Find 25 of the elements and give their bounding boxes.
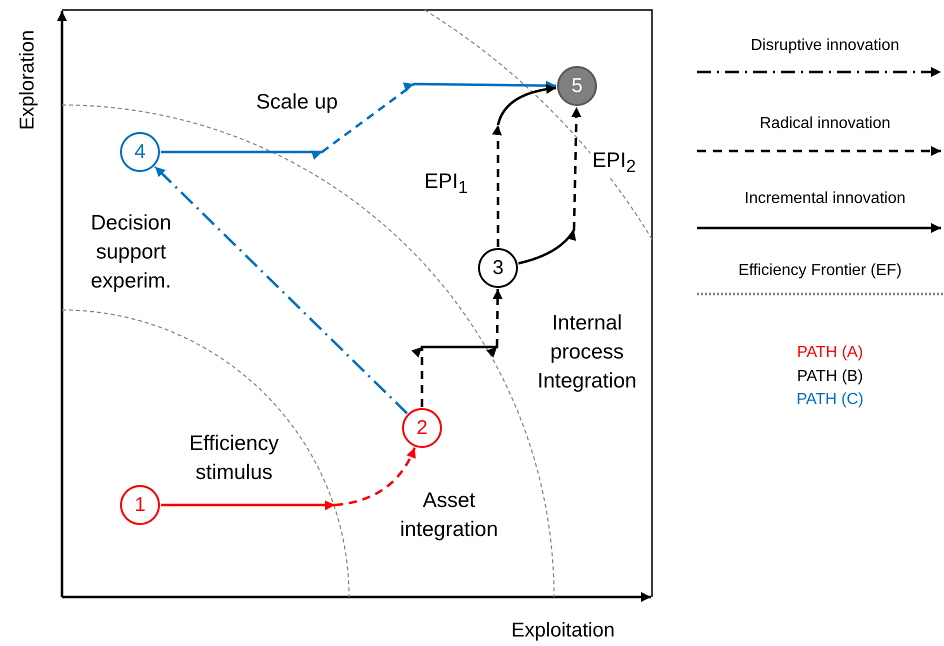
axis-title: Exploitation xyxy=(511,618,615,644)
numbered-circle: 5 xyxy=(557,66,597,106)
arrow xyxy=(518,106,582,265)
legend-text: PATH (C) xyxy=(796,391,864,409)
arrow xyxy=(161,447,416,510)
legend-text: Incremental innovation xyxy=(744,190,906,208)
arrow xyxy=(154,166,408,414)
legend-text: PATH (A) xyxy=(796,344,864,362)
legend-text: Radical innovation xyxy=(760,115,890,133)
arrow xyxy=(161,80,556,160)
numbered-circle: 3 xyxy=(478,248,518,288)
numbered-circle: 2 xyxy=(402,408,442,448)
numbered-circle: 4 xyxy=(120,132,160,172)
axis-title: Exploration xyxy=(16,30,40,130)
region-label: Internal process Integration xyxy=(536,310,638,394)
legend-text: Disruptive innovation xyxy=(750,37,900,55)
legend-text: PATH (B) xyxy=(796,368,864,386)
arrow xyxy=(412,288,502,407)
legend-text: Efficiency Frontier (EF) xyxy=(738,262,902,280)
region-label: Asset integration xyxy=(398,488,500,543)
arrow xyxy=(492,84,556,247)
region-label: Efficiency stimulus xyxy=(188,431,280,486)
region-label: Scale up xyxy=(255,90,339,116)
region-label: Decision support experim. xyxy=(90,210,172,294)
numbered-circle: 1 xyxy=(120,485,160,525)
